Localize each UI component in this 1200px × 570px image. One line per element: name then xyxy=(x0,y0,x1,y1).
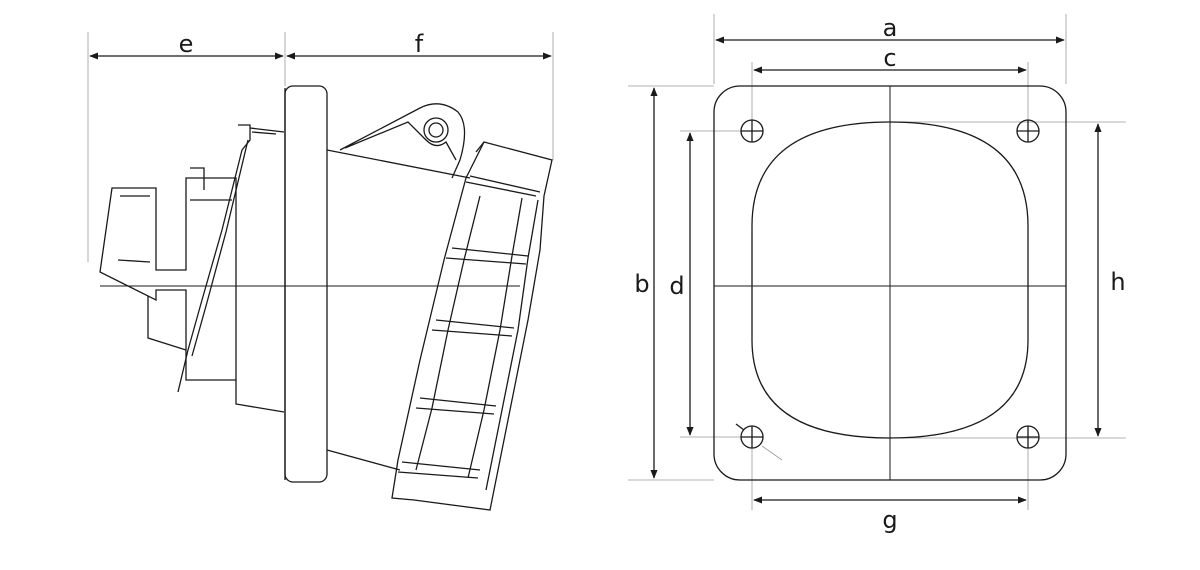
dimension-label-c: c xyxy=(883,44,896,72)
dimension-label-h: h xyxy=(1110,268,1125,296)
dimension-label-a: a xyxy=(883,14,898,42)
hinge-bracket xyxy=(339,103,466,179)
rear-plug-lower xyxy=(147,296,187,351)
housing-rear-edges xyxy=(235,127,285,413)
socket-lid-rib-4 xyxy=(397,461,481,479)
socket-lid-rib-1 xyxy=(445,247,529,265)
hinge-screw-outer xyxy=(423,117,449,143)
socket-lid-outer-right xyxy=(485,199,539,491)
dimension-label-d: d xyxy=(669,272,684,300)
rear-plug-tab xyxy=(190,167,232,201)
rear-collar-rib-1 xyxy=(191,139,249,357)
hinge-screw-inner xyxy=(428,122,444,138)
dimension-label-e: e xyxy=(179,30,194,58)
mounting-hole-top-left xyxy=(740,119,764,143)
socket-lid-rib-3 xyxy=(415,397,497,415)
mounting-hole-top-right xyxy=(1016,119,1040,143)
socket-lid-inner-right xyxy=(467,197,523,479)
socket-lid-outline xyxy=(391,141,553,511)
rear-plug-detail xyxy=(117,195,151,263)
rear-plug-body xyxy=(99,177,237,381)
mounting-hole-bottom-left xyxy=(735,423,783,461)
dimension-label-b: b xyxy=(634,270,649,298)
front-housing-edges xyxy=(326,149,471,471)
socket-lid-top xyxy=(465,141,541,197)
socket-cutout-outline xyxy=(751,121,1029,439)
mounting-hole-bottom-right xyxy=(1016,425,1040,449)
dimension-label-f: f xyxy=(415,30,424,58)
rear-collar-top xyxy=(251,131,277,135)
dimension-label-g: g xyxy=(882,506,897,534)
front-view: a c b d h g xyxy=(628,14,1126,534)
side-view: e f xyxy=(87,30,554,511)
socket-lid-inner-left xyxy=(415,195,481,471)
mounting-flange xyxy=(284,85,328,483)
rear-collar-outline xyxy=(177,124,251,393)
